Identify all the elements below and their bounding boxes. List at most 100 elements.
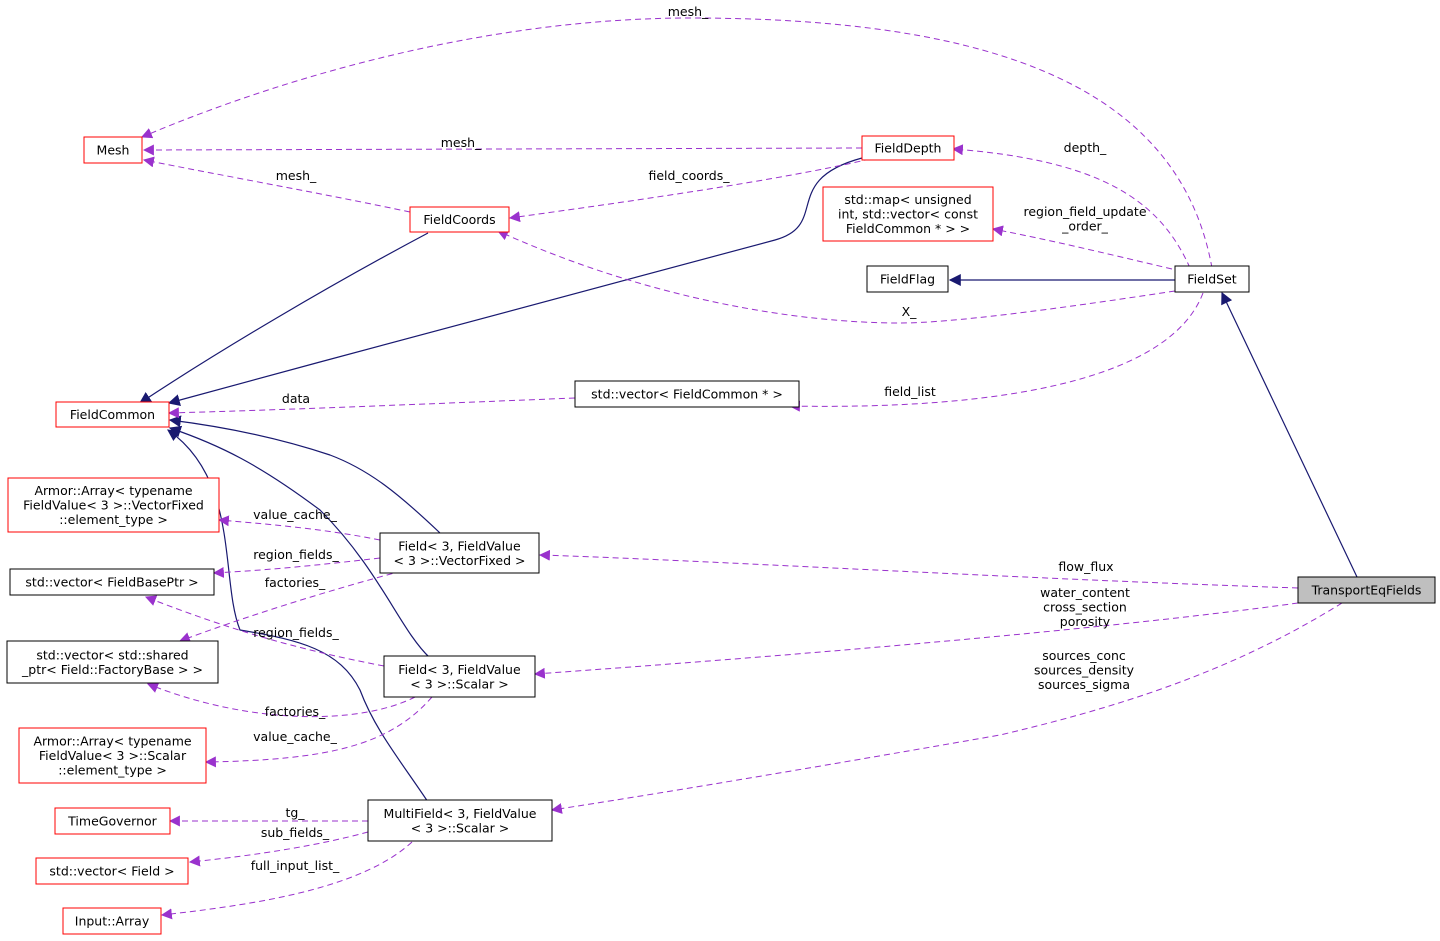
node-field-flag[interactable]: FieldFlag	[866, 265, 949, 293]
node-field-scalar[interactable]: Field< 3, FieldValue< 3 >::Scalar >	[383, 655, 536, 698]
edge-label-fieldset-depth: depth_	[1064, 140, 1107, 155]
node-box	[1174, 265, 1250, 293]
edge-label-depth-mesh: mesh_	[441, 135, 482, 150]
node-label: FieldDepth	[875, 141, 942, 156]
edge-vectorfixed-factories	[178, 570, 403, 643]
edge-transporteqfields-vectorfixed	[538, 549, 1299, 589]
edge-label-fieldset-coords: X_	[902, 304, 918, 319]
node-label: Armor::Array< typename	[34, 483, 192, 498]
node-field-common[interactable]: FieldCommon	[55, 401, 170, 428]
node-label: < 3 >::Scalar >	[411, 820, 509, 835]
edge-fieldset-mesh	[140, 17, 1213, 269]
node-label: Armor::Array< typename	[33, 734, 191, 749]
edge-fieldset-fieldlist	[788, 292, 1204, 412]
edge-label-scalar-regionfields: region_fields_	[253, 625, 339, 640]
edge-label-fieldset-list: field_list	[884, 384, 936, 399]
node-label: FieldValue< 3 >::Scalar	[39, 748, 187, 763]
node-label: std::vector< FieldCommon * >	[591, 387, 783, 402]
node-box	[574, 380, 800, 408]
node-input-array[interactable]: Input::Array	[62, 907, 162, 935]
edge-label-multi-tg: tg_	[285, 805, 305, 820]
edge-label-tef-multi: sources_density	[1034, 663, 1135, 678]
node-label: Mesh	[97, 143, 130, 158]
edge-fielddepth-mesh	[142, 144, 863, 156]
edge-transporteqfields-fieldset	[1221, 291, 1358, 578]
edge-label-depth-coords: field_coords_	[648, 168, 730, 183]
edge-scalar-fieldcommon	[168, 425, 431, 659]
node-label: FieldFlag	[880, 272, 935, 287]
edge-label-tef-scalar: porosity	[1060, 614, 1111, 629]
edge-label-tef-vf: flow_flux	[1058, 559, 1113, 574]
edge-transporteqfields-scalar	[533, 602, 1299, 679]
node-box	[6, 640, 219, 684]
edge-label-scalar-armor: value_cache_	[253, 729, 337, 744]
edge-label-vf-factories: factories_	[265, 575, 326, 590]
node-box	[822, 186, 994, 242]
node-label: Field< 3, FieldValue	[398, 662, 521, 677]
edge-scalar-regionfields	[144, 595, 385, 667]
node-multifield-scalar[interactable]: MultiField< 3, FieldValue< 3 >::Scalar >	[367, 799, 553, 842]
edge-multifield-fieldcommon	[167, 429, 429, 803]
edge-label-fieldset-mesh: mesh_	[668, 4, 709, 19]
node-std-vector-field[interactable]: std::vector< Field >	[35, 857, 189, 885]
edge-label-multi-subfields: sub_fields_	[261, 825, 330, 840]
node-label: FieldCoords	[423, 212, 495, 227]
edge-label-list-common: data	[282, 391, 310, 406]
node-label: ::element_type >	[58, 763, 167, 778]
node-box	[35, 857, 189, 885]
edge-scalar-factories	[146, 682, 416, 718]
edge-label-tef-multi: sources_sigma	[1038, 677, 1130, 692]
edge-label-fieldset-map: _order_	[1061, 219, 1109, 234]
node-field-vectorfixed[interactable]: Field< 3, FieldValue< 3 >::VectorFixed >	[379, 532, 540, 574]
node-box	[7, 477, 220, 533]
node-mesh[interactable]: Mesh	[83, 136, 143, 164]
node-label: MultiField< 3, FieldValue	[384, 806, 537, 821]
edge-multifield-subfields	[188, 831, 369, 867]
node-std-vector-fieldcommon[interactable]: std::vector< FieldCommon * >	[574, 380, 800, 408]
edge-label-multi-input: full_input_list_	[251, 858, 340, 873]
node-std-vector-factory[interactable]: std::vector< std::shared_ptr< Field::Fac…	[6, 640, 219, 684]
node-box	[409, 206, 510, 233]
node-label: std::vector< FieldBasePtr >	[25, 575, 198, 590]
edge-label-coords-mesh: mesh_	[276, 168, 317, 183]
node-label: int, std::vector< const	[838, 207, 978, 222]
node-box	[18, 727, 207, 784]
node-field-coords[interactable]: FieldCoords	[409, 206, 510, 233]
edge-multifield-inputarray	[160, 841, 413, 920]
node-field-set[interactable]: FieldSet	[1174, 265, 1250, 293]
node-label: FieldSet	[1187, 272, 1236, 287]
edge-fieldcoords-mesh	[142, 156, 411, 213]
edge-label-fieldset-map: region_field_update	[1023, 204, 1146, 219]
edge-vectorfixed-armor	[217, 515, 381, 541]
node-label: < 3 >::VectorFixed >	[394, 553, 526, 568]
node-box	[866, 265, 949, 293]
node-label: FieldValue< 3 >::VectorFixed	[23, 498, 204, 513]
edge-vectorfixed-regionfields	[212, 557, 381, 578]
edge-transporteqfields-multifield	[550, 602, 1343, 814]
node-box	[367, 799, 553, 842]
node-box	[861, 135, 955, 161]
node-std-vector-fieldbaseptr[interactable]: std::vector< FieldBasePtr >	[9, 568, 215, 596]
node-field-depth[interactable]: FieldDepth	[861, 135, 955, 161]
edge-label-tef-scalar: cross_section	[1043, 600, 1127, 615]
node-time-governor[interactable]: TimeGovernor	[54, 807, 171, 835]
edge-label-vf-armor: value_cache_	[253, 507, 337, 522]
edge-label-tef-multi: sources_conc	[1042, 648, 1126, 663]
node-box	[54, 807, 171, 835]
node-transport-eq-fields[interactable]: TransportEqFields	[1297, 576, 1436, 604]
node-label: ::element_type >	[59, 512, 168, 527]
edge-fieldset-stdmap	[991, 225, 1173, 270]
edge-fieldcoords-fieldcommon	[138, 232, 429, 404]
node-box	[83, 136, 143, 164]
edge-fielddepth-fieldcoords	[508, 158, 871, 223]
node-box	[55, 401, 170, 428]
edge-fielddepth-fieldcommon	[167, 157, 863, 406]
node-box	[1297, 576, 1436, 604]
edge-fieldlist-fieldcommon	[167, 397, 576, 419]
edge-fieldset-fielddepth	[951, 144, 1191, 269]
edge-fieldset-fieldcoords	[496, 230, 1176, 324]
